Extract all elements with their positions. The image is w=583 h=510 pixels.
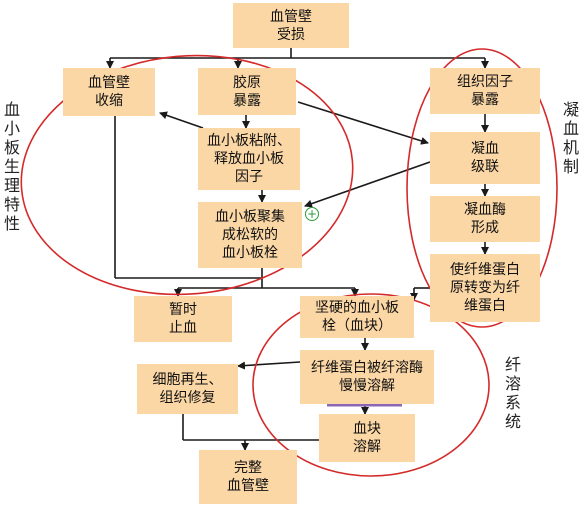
temporary-hemostasis-node: 暂时 止血 [134,296,232,342]
tissue-factor-node: 组织因子 暴露 [430,68,540,114]
platelet-plug-node: 血小板聚集 成松软的 血小板栓 [198,202,302,268]
cell-regeneration-node: 细胞再生、 组织修复 [137,364,238,414]
clot-dissolution-node: 血块 溶解 [319,414,415,462]
coagulation-cascade-node: 凝血 级联 [430,132,540,184]
fibrin-conversion-node: 使纤维蛋白 原转变为纤 维蛋白 [430,254,540,322]
vessel-damage-node: 血管壁 受损 [233,3,349,48]
fibrinolysis-node: 纤维蛋白被纤溶酶 慢慢溶解 [300,350,434,404]
flow-lines [106,48,489,451]
intact-vessel-wall-node: 完整 血管壁 [199,450,297,504]
thrombin-formation-node: 凝血酶 形成 [430,196,540,242]
group-circles [20,48,558,477]
hard-clot-node: 坚硬的血小板 栓（血块） [300,296,414,338]
platelet-physiology-label: 血小板生理特性 [3,100,20,233]
collagen-exposure-node: 胶原 暴露 [198,68,296,115]
coagulation-mechanism-circle [406,48,558,328]
platelet-adhesion-node: 血小板粘附、 释放血小板 因子 [198,128,300,190]
coagulation-mechanism-label: 凝血机制 [562,100,579,176]
fibrinolytic-system-label: 纤溶系统 [504,355,521,431]
vasoconstriction-node: 血管壁 收缩 [63,68,155,116]
platelet-physiology-circle [20,54,354,296]
fibrinolytic-system-circle [252,293,490,477]
positive-feedback-icon: + [305,207,319,221]
